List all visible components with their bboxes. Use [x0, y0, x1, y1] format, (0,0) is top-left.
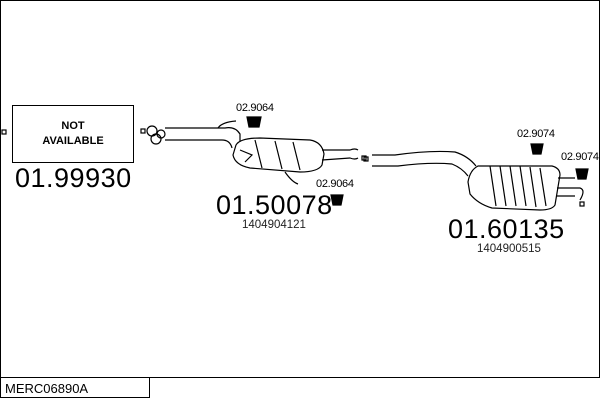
connector-marker	[363, 156, 369, 162]
placeholder-line: AVAILABLE	[42, 135, 104, 147]
accessory-number[interactable]: 02.9064	[316, 178, 354, 190]
diagram-code: MERC06890A	[0, 377, 150, 398]
middle-silencer-drawing	[146, 120, 359, 185]
accessory-number[interactable]: 02.9064	[236, 102, 274, 114]
clamp-icon	[530, 143, 544, 155]
part-number[interactable]: 01.60135	[448, 214, 565, 244]
oem-number: 1404900515	[477, 243, 541, 255]
clamp-icon	[246, 116, 262, 128]
clamp-icon	[575, 168, 589, 180]
connector-marker	[140, 128, 146, 134]
oem-number: 1404904121	[242, 219, 306, 231]
clamp-icon	[330, 194, 344, 206]
part-number[interactable]: 01.99930	[15, 163, 132, 193]
accessory-number[interactable]: 02.9074	[517, 128, 555, 140]
rear-silencer-drawing	[372, 150, 584, 211]
part-number[interactable]: 01.50078	[216, 190, 333, 220]
accessory-number[interactable]: 02.9074	[561, 151, 599, 163]
placeholder-line: NOT	[61, 120, 85, 132]
connector-marker	[1, 129, 7, 135]
connector-marker	[579, 201, 585, 207]
not-available-placeholder: NOT AVAILABLE	[12, 105, 134, 163]
